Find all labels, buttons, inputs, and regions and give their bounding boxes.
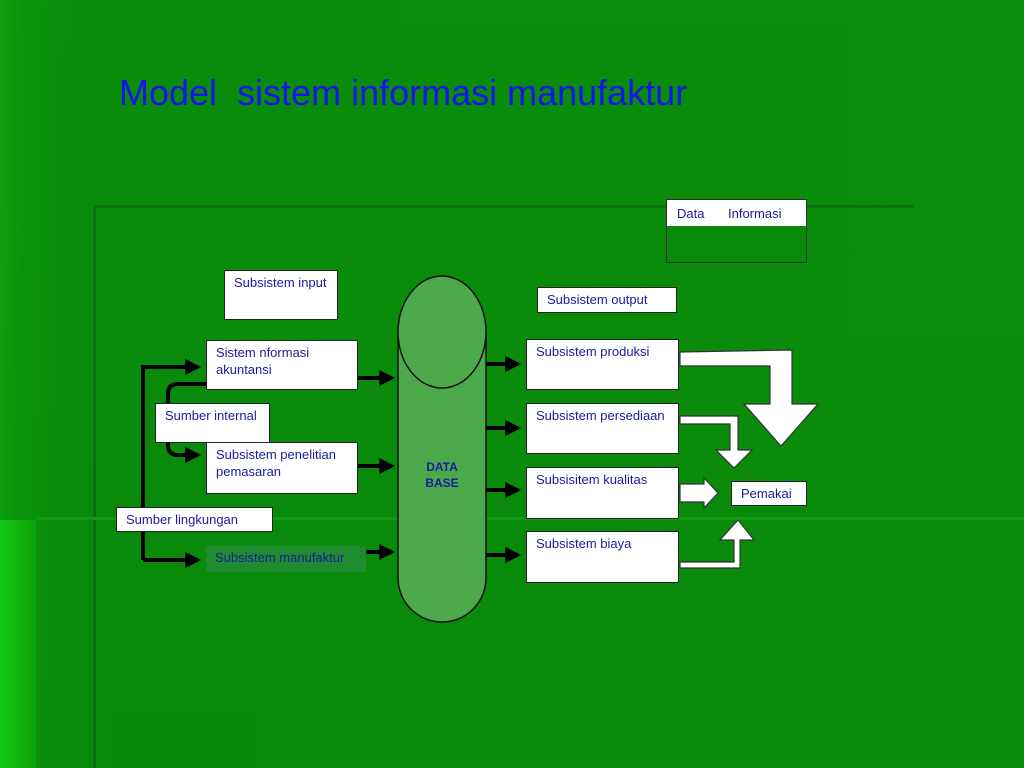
legend-data-label: Data	[677, 206, 705, 221]
database-cylinder	[397, 275, 487, 623]
source-lingkungan: Sumber lingkungan	[116, 507, 273, 532]
output-biaya: Subsistem biaya	[526, 531, 679, 583]
user-pemakai: Pemakai	[731, 481, 807, 506]
output-kualitas: Subsisitem kualitas	[526, 467, 679, 519]
legend-header	[667, 200, 806, 226]
panel-divider-top	[95, 205, 913, 208]
output-produksi: Subsistem produksi	[526, 339, 679, 390]
legend: Data Informasi	[666, 199, 807, 263]
panel-divider-left	[93, 205, 96, 768]
input-manufaktur: Subsistem manufaktur	[206, 546, 366, 572]
page-title: Model sistem informasi manufaktur	[119, 72, 688, 113]
info-arrow-persediaan	[679, 415, 754, 469]
legend-info-label: Informasi	[728, 206, 782, 221]
output-persediaan: Subsistem persediaan	[526, 403, 679, 454]
left-accent-strip	[0, 520, 36, 768]
info-arrow-biaya	[679, 519, 756, 569]
output-header: Subsistem output	[537, 287, 677, 313]
input-header: Subsistem input	[224, 270, 338, 320]
info-arrow-kualitas	[679, 476, 719, 510]
flow-lingkungan-to-akuntansi	[141, 359, 202, 560]
database-label: DATA BASE	[425, 460, 459, 490]
source-internal: Sumber internal	[155, 403, 270, 443]
info-arrow-produksi	[679, 349, 820, 447]
input-penelitian: Subsistem penelitian pemasaran	[206, 442, 358, 494]
input-akuntansi: Sistem nformasi akuntansi	[206, 340, 358, 390]
